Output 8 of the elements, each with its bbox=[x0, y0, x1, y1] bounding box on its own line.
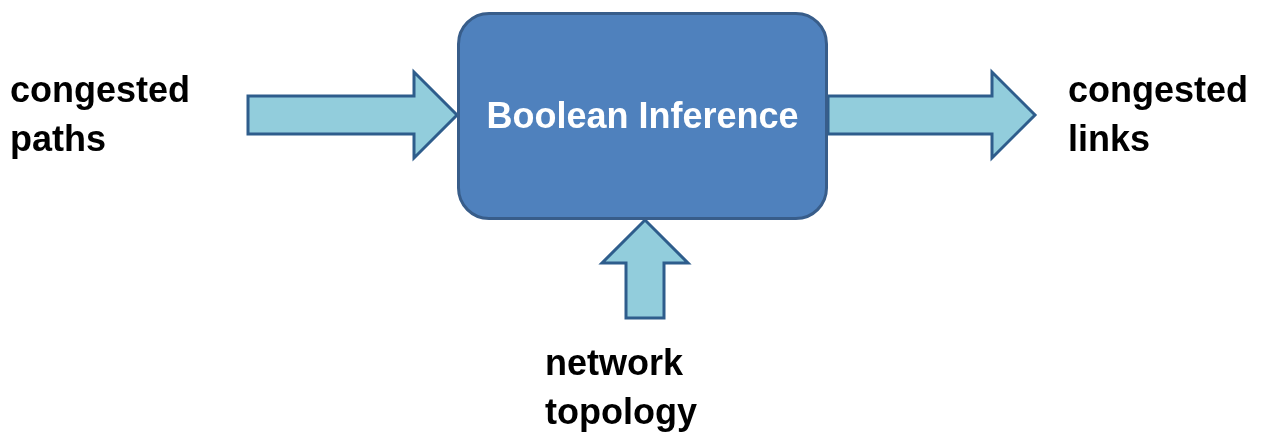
block-arrow bbox=[246, 68, 460, 162]
input-output-label: congested links bbox=[1068, 68, 1250, 161]
box-label: Boolean Inference bbox=[486, 93, 799, 138]
input-output-label: congested paths bbox=[10, 68, 192, 161]
input-output-label: network topology bbox=[545, 340, 698, 434]
block-arrow bbox=[826, 68, 1038, 162]
process-box bbox=[457, 12, 828, 220]
block-arrow bbox=[598, 217, 692, 320]
